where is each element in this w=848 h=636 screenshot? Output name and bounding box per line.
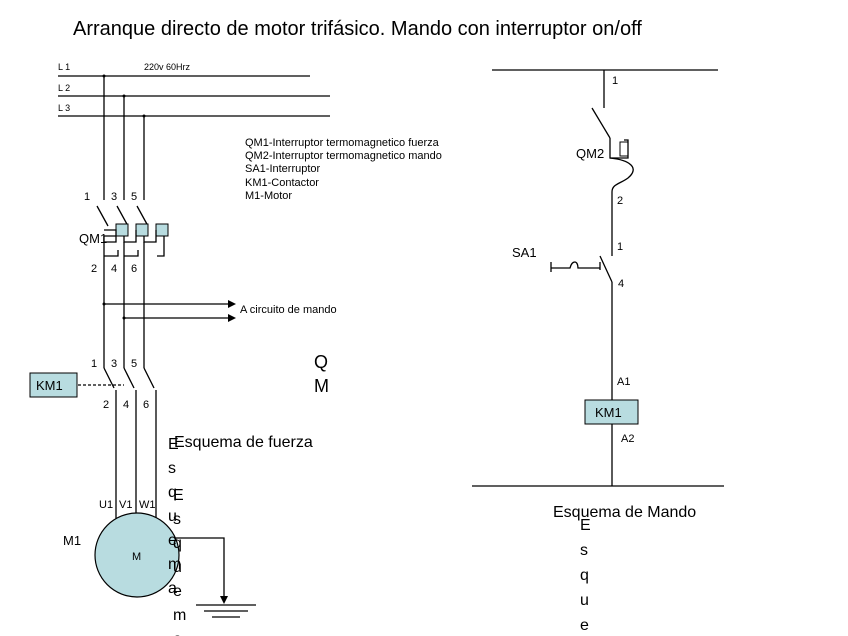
km1-terminal-4: 4 [123, 399, 129, 411]
motor-symbol: M [132, 551, 141, 563]
km1-terminal-1: 1 [91, 358, 97, 370]
control-terminal-1: 1 [612, 75, 618, 87]
supply-rating: 220v 60Hrz [144, 62, 191, 72]
vertical-text-artifact-2: Esquema [173, 487, 186, 636]
qm1-breaker: 1 3 5 QM1 2 4 6 [79, 191, 169, 275]
motor-circle [94, 512, 180, 598]
motor-label: M1 [63, 533, 81, 548]
line-label-l3: L 3 [58, 103, 70, 113]
km1-terminal-5: 5 [131, 358, 137, 370]
legend-item: M1-Motor [245, 190, 292, 202]
stray-letter-m: M [314, 376, 329, 396]
thermal-element [155, 223, 169, 237]
legend-item: SA1-Interruptor [245, 163, 321, 175]
thermal-element [135, 223, 149, 237]
diagram-title: Arranque directo de motor trifásico. Man… [73, 18, 642, 40]
km1-power-label: KM1 [36, 378, 63, 393]
km1-control-label: KM1 [595, 405, 622, 420]
thermal-element [115, 223, 129, 237]
qm1-terminal-1: 1 [84, 191, 90, 203]
km1-power-contacts: 1 3 5 KM1 2 4 6 [29, 358, 157, 540]
qm1-terminal-4: 4 [111, 263, 117, 275]
legend-item: QM2-Interruptor termomagnetico mando [245, 150, 442, 162]
power-scheme-caption: Esquema de fuerza [174, 434, 313, 451]
control-scheme-caption: Esquema de Mando [553, 504, 696, 521]
sa1-terminal-1: 1 [617, 241, 623, 253]
control-circuit-arrow-label: A circuito de mando [240, 304, 337, 316]
qm1-terminal-5: 5 [131, 191, 137, 203]
km1-terminal-2: 2 [103, 399, 109, 411]
qm1-terminal-6: 6 [131, 263, 137, 275]
vertical-letters: Esquema [173, 487, 186, 636]
km1-terminal-3: 3 [111, 358, 117, 370]
qm1-terminal-2: 2 [91, 263, 97, 275]
sa1-label: SA1 [512, 245, 537, 260]
control-circuit: 1 QM2 2 1 SA1 4 A1 KM1 A2 Esquema de Man… [472, 69, 724, 521]
motor-terminal-w1: W1 [139, 499, 156, 511]
motor-terminal-u1: U1 [99, 499, 113, 511]
km1-terminal-6: 6 [143, 399, 149, 411]
component-legend: QM1-Interruptor termomagnetico fuerza QM… [245, 137, 442, 202]
qm1-input-wires [103, 76, 145, 200]
supply-lines: L 1 L 2 L 3 220v 60Hrz [58, 62, 330, 118]
motor-m1: U1 V1 W1 M M1 [63, 499, 256, 618]
stray-letter-q: Q [314, 352, 328, 372]
km1-coil-a2: A2 [621, 433, 634, 445]
km1-coil-box [29, 372, 78, 398]
line-label-l2: L 2 [58, 83, 70, 93]
qm2-label: QM2 [576, 146, 604, 161]
qm1-output-wires: A circuito de mando [102, 256, 337, 368]
motor-terminal-v1: V1 [119, 499, 132, 511]
control-terminal-2: 2 [617, 195, 623, 207]
qm1-label: QM1 [79, 231, 107, 246]
legend-item: QM1-Interruptor termomagnetico fuerza [245, 137, 440, 149]
legend-item: KM1-Contactor [245, 177, 319, 189]
qm1-terminal-3: 3 [111, 191, 117, 203]
line-label-l1: L 1 [58, 62, 70, 72]
km1-coil-a1: A1 [617, 376, 630, 388]
sa1-terminal-4: 4 [618, 278, 624, 290]
km1-control-box [584, 399, 639, 425]
